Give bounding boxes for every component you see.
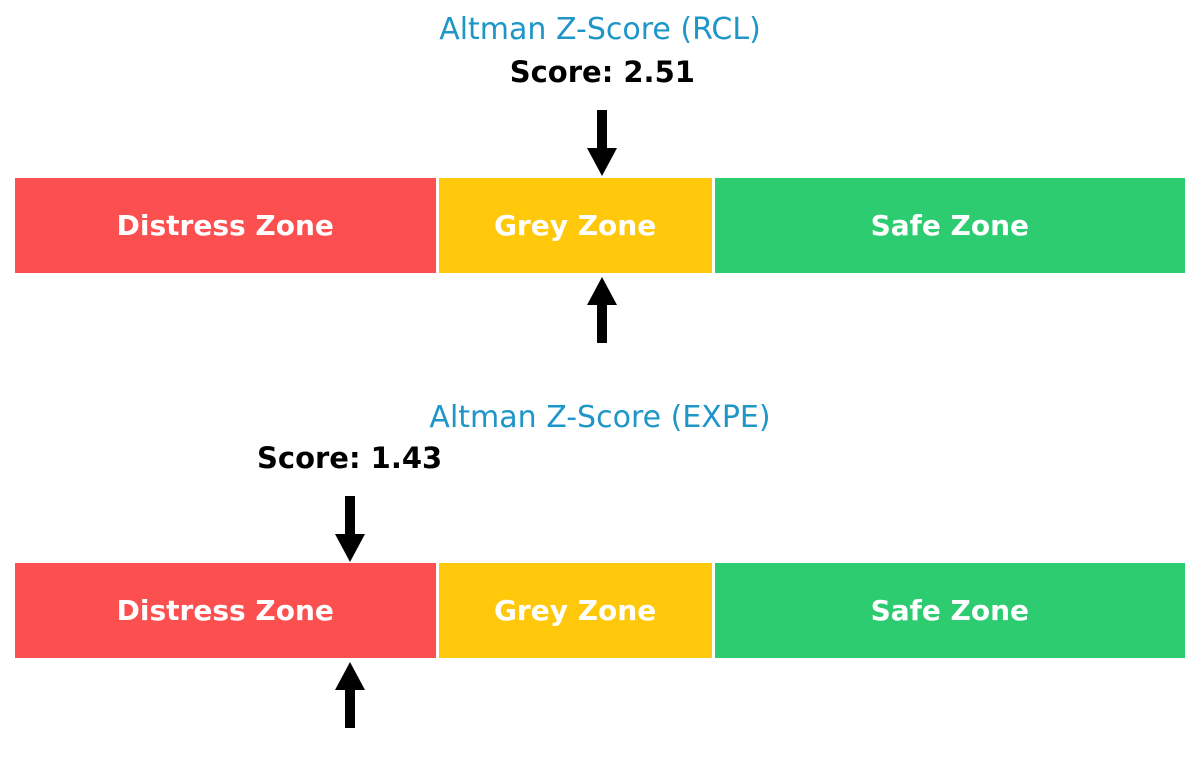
arrow-head <box>334 534 365 562</box>
chart-title: Altman Z-Score (RCL) <box>439 12 761 47</box>
zone-label: Grey Zone <box>493 594 657 627</box>
score-label: Score: 1.43 <box>257 441 443 475</box>
arrow-head <box>334 662 365 690</box>
zone-bar: Distress Zone Grey Zone Safe Zone <box>15 563 1185 658</box>
zone-distress: Distress Zone <box>15 178 439 273</box>
up-arrow-icon <box>587 277 618 343</box>
down-arrow-icon <box>587 110 618 176</box>
zone-label: Distress Zone <box>116 594 334 627</box>
arrow-shaft <box>344 690 355 728</box>
zone-safe: Safe Zone <box>714 178 1185 273</box>
zone-label: Safe Zone <box>870 594 1030 627</box>
zone-label: Safe Zone <box>870 209 1030 242</box>
arrow-head <box>587 277 618 305</box>
arrow-shaft <box>597 305 608 343</box>
arrow-head <box>587 148 618 176</box>
score-label: Score: 2.51 <box>509 55 695 89</box>
zone-label: Grey Zone <box>493 209 657 242</box>
zone-safe: Safe Zone <box>714 563 1185 658</box>
zone-grey: Grey Zone <box>438 563 715 658</box>
arrow-shaft <box>344 496 355 534</box>
zone-distress: Distress Zone <box>15 563 439 658</box>
up-arrow-icon <box>334 662 365 728</box>
zone-grey: Grey Zone <box>438 178 715 273</box>
down-arrow-icon <box>334 496 365 562</box>
arrow-shaft <box>597 110 608 148</box>
zone-label: Distress Zone <box>116 209 334 242</box>
zone-bar: Distress Zone Grey Zone Safe Zone <box>15 178 1185 273</box>
chart-title: Altman Z-Score (EXPE) <box>429 400 771 435</box>
